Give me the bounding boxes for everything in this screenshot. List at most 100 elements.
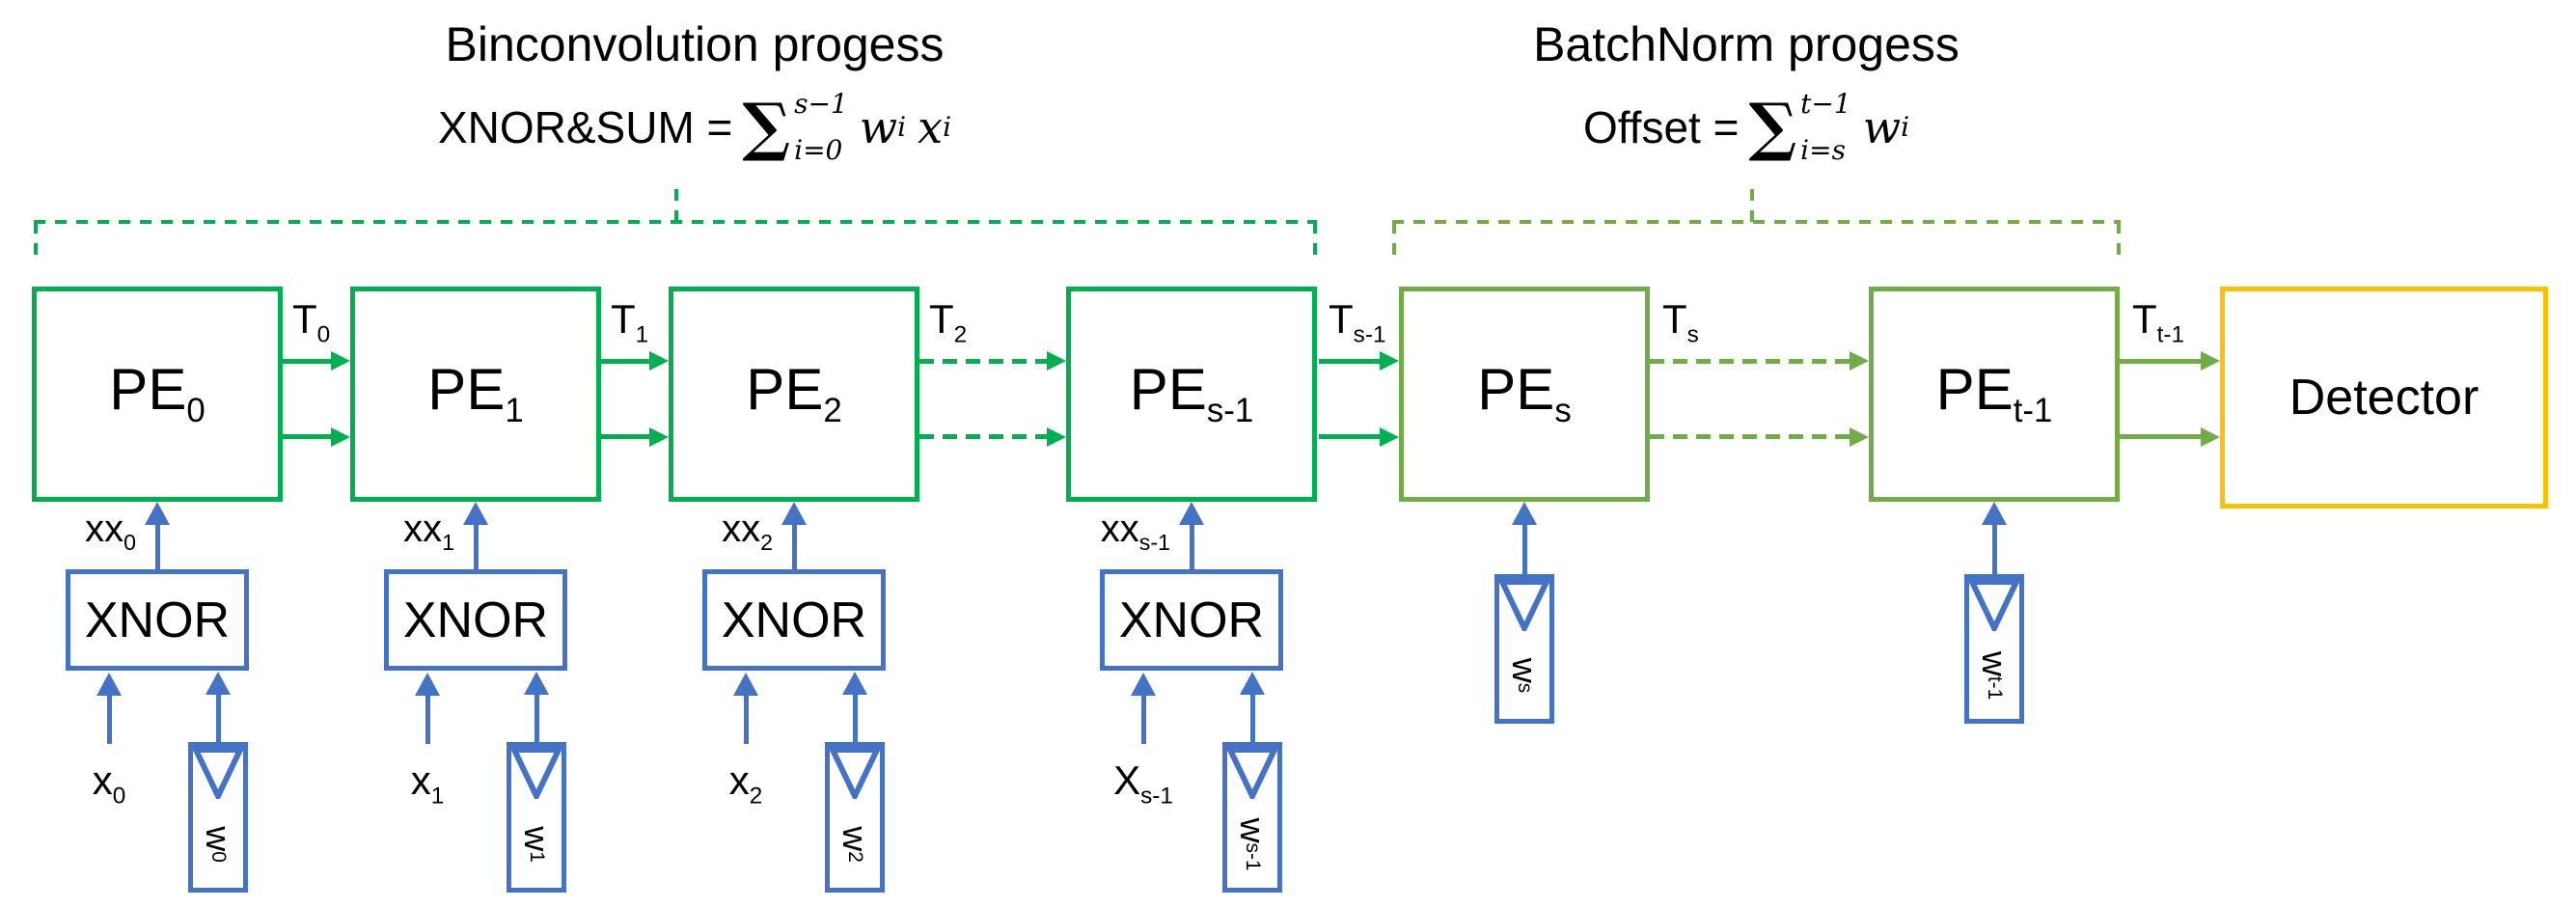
arrow-shaft: [1319, 434, 1380, 439]
x-input-label-s-1: Xs-1: [1113, 757, 1173, 810]
sigma-limits: t−1 i=s: [1800, 87, 1851, 166]
batchnorm-bracket-right-tick: [2117, 222, 2121, 255]
formula-var-x: x: [918, 100, 944, 153]
arrow-shaft: [283, 434, 331, 439]
pe-label-1: PE1: [427, 356, 524, 429]
weight-fifo-box-0: [188, 742, 248, 893]
sigma-upper-limit: s−1: [794, 87, 848, 120]
arrow-shaft: [107, 694, 112, 744]
arrow-shaft: [216, 693, 221, 742]
formula-var-w-sub: i: [1901, 110, 1910, 143]
weight-funnel-icon: [1227, 747, 1277, 799]
arrow-head: [145, 502, 170, 525]
t-label-t-1: Tt-1: [2132, 296, 2185, 348]
arrow-head: [1179, 502, 1204, 525]
arrow-head: [733, 673, 758, 696]
arrow-shaft: [2120, 434, 2201, 439]
arrow-head: [1380, 427, 1399, 447]
arrow-shaft: [601, 359, 649, 364]
arrow-shaft: [853, 693, 858, 742]
weight-funnel-icon: [1969, 579, 2019, 631]
sigma-lower-limit: i=0: [794, 133, 843, 166]
pe-box-1: PE1: [350, 287, 601, 502]
binconvolution-bracket-line: [34, 220, 1317, 224]
arrow-shaft: [1190, 523, 1194, 569]
pe-box-0: PE0: [32, 287, 283, 502]
pe-box-2: PE2: [669, 287, 919, 502]
xx-input-label-0: xx0: [85, 508, 136, 555]
arrow-head: [842, 672, 867, 695]
arrow-head: [96, 673, 122, 696]
arrow-shaft: [283, 359, 331, 364]
arrow-shaft: [534, 693, 539, 742]
xnor-box-1: XNOR: [384, 569, 567, 671]
arrow-head: [1850, 427, 1869, 447]
arrow-shaft: [1319, 359, 1380, 364]
pe-box-t-1: PEt-1: [1869, 287, 2120, 502]
weight-fifo-box-1: [507, 742, 566, 893]
arrow-head: [1982, 502, 2007, 525]
t-label-0: T0: [292, 296, 331, 348]
arrow-head: [781, 502, 807, 525]
x-input-label-0: x0: [92, 757, 126, 810]
arrow-shaft: [1522, 523, 1527, 574]
arrow-head: [463, 502, 488, 525]
weight-funnel-icon: [1499, 579, 1549, 631]
binconvolution-title-block: Binconvolution progess XNOR&SUM = ∑ s−1 …: [212, 17, 1177, 168]
batchnorm-title: BatchNorm progess: [1533, 17, 1959, 71]
formula-var-w-sub: i: [897, 110, 907, 143]
formula-lhs: Offset =: [1582, 101, 1740, 152]
arrow-shaft-dashed: [919, 359, 1047, 364]
pe-label-0: PE0: [109, 356, 206, 429]
batchnorm-bracket-left-tick: [1392, 222, 1396, 255]
t-label-1: T1: [611, 296, 649, 348]
pe-label-s: PEs: [1477, 356, 1572, 429]
t-label-s-1: Ts-1: [1329, 296, 1386, 348]
xnor-label-s-1: XNOR: [1118, 592, 1265, 648]
batchnorm-bracket-center-tick: [1750, 189, 1754, 222]
arrow-head: [2201, 427, 2220, 447]
t-label-s: Ts: [1662, 296, 1699, 348]
pe-box-s: PEs: [1399, 287, 1650, 502]
arrow-head: [524, 672, 549, 695]
arrow-shaft: [744, 694, 749, 744]
sigma-lower-limit: i=s: [1800, 133, 1846, 166]
weight-funnel-icon: [193, 747, 243, 799]
binconvolution-bracket-center-tick: [674, 189, 678, 222]
pe-box-s-1: PEs-1: [1066, 287, 1317, 502]
arrow-shaft: [1992, 523, 1997, 574]
arrow-head: [1512, 502, 1537, 525]
weight-fifo-box-2: [825, 742, 885, 893]
arrow-shaft: [601, 434, 649, 439]
xnor-box-2: XNOR: [702, 569, 886, 671]
sigma-upper-limit: t−1: [1800, 87, 1851, 120]
pe-label-t-1: PEt-1: [1935, 356, 2053, 429]
binconvolution-bracket-right-tick: [1313, 222, 1317, 255]
batchnorm-bracket-line: [1392, 220, 2121, 224]
sigma-symbol: ∑: [742, 89, 791, 165]
arrow-head: [1131, 673, 1156, 696]
arrow-shaft: [155, 523, 160, 569]
arrow-shaft: [1141, 694, 1146, 744]
arrow-shaft: [792, 523, 797, 569]
xx-input-label-s-1: xxs-1: [1100, 508, 1170, 555]
formula-var-x-sub: i: [943, 110, 952, 143]
arrow-head: [415, 673, 440, 696]
pe-label-s-1: PEs-1: [1129, 356, 1254, 429]
detector-label: Detector: [2288, 370, 2480, 426]
x-input-label-2: x2: [728, 757, 763, 810]
xnor-label-0: XNOR: [84, 592, 231, 648]
arrow-head: [1047, 351, 1066, 371]
arrow-head: [331, 351, 350, 371]
xnor-label-2: XNOR: [721, 592, 867, 648]
weight-fifo-box-s-1: [1222, 742, 1282, 893]
xnor-box-s-1: XNOR: [1100, 569, 1283, 671]
